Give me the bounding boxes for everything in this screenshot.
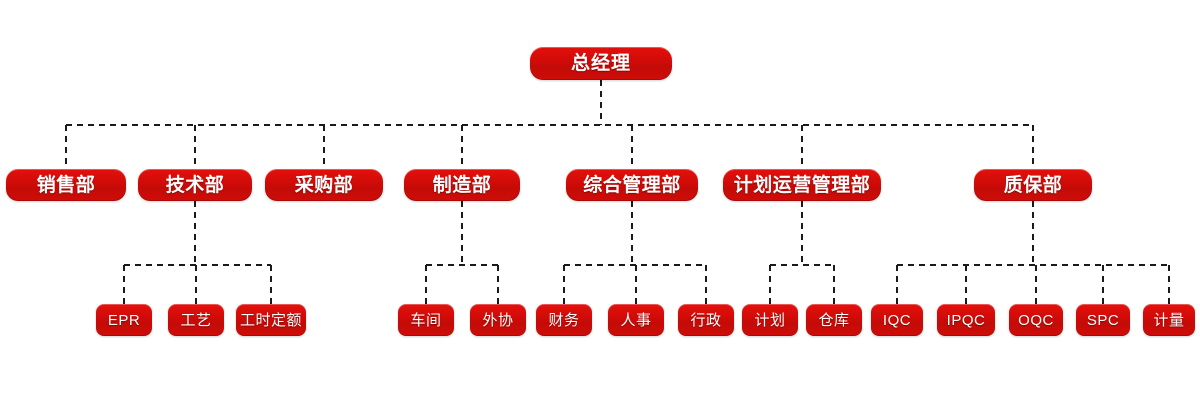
org-node-workshop[interactable]: 车间 (398, 304, 454, 336)
org-node-label: 工时定额 (239, 311, 302, 329)
org-node-label: 制造部 (432, 174, 492, 196)
org-node-manufacturing[interactable]: 制造部 (404, 169, 520, 201)
org-node-label: 行政 (690, 311, 722, 329)
org-node-label: IPQC (946, 311, 986, 329)
org-node-metrology[interactable]: 计量 (1143, 304, 1195, 336)
org-node-iqc[interactable]: IQC (871, 304, 923, 336)
org-node-label: 计划 (754, 311, 786, 329)
org-node-human-resource[interactable]: 人事 (608, 304, 664, 336)
org-node-label: 总经理 (570, 53, 631, 74)
org-node-warehouse[interactable]: 仓库 (806, 304, 862, 336)
org-node-ipqc[interactable]: IPQC (937, 304, 995, 336)
org-node-label: 综合管理部 (583, 174, 681, 196)
org-node-label: 技术部 (165, 174, 225, 196)
org-node-general-admin[interactable]: 综合管理部 (566, 169, 698, 201)
org-node-epr[interactable]: EPR (96, 304, 152, 336)
org-node-outsourcing[interactable]: 外协 (470, 304, 526, 336)
org-node-label: IQC (882, 311, 912, 329)
org-node-label: 人事 (620, 311, 652, 329)
org-node-oqc[interactable]: OQC (1009, 304, 1063, 336)
org-node-label: OQC (1018, 311, 1054, 329)
org-node-administration[interactable]: 行政 (678, 304, 734, 336)
org-node-label: 质保部 (1003, 174, 1063, 196)
org-node-planning[interactable]: 计划 (742, 304, 798, 336)
org-node-label: EPR (107, 311, 141, 329)
org-node-labor-hour[interactable]: 工时定额 (236, 304, 306, 336)
org-node-label: 车间 (410, 311, 442, 329)
org-node-process[interactable]: 工艺 (168, 304, 224, 336)
org-node-label: SPC (1086, 311, 1120, 329)
org-node-label: 工艺 (180, 311, 212, 329)
org-node-general-manager[interactable]: 总经理 (530, 47, 672, 80)
org-node-label: 销售部 (36, 174, 96, 196)
org-node-spc[interactable]: SPC (1076, 304, 1130, 336)
org-node-label: 采购部 (294, 174, 354, 196)
org-node-label: 仓库 (818, 311, 850, 329)
org-node-quality-assurance[interactable]: 质保部 (974, 169, 1092, 201)
org-node-label: 外协 (482, 311, 514, 329)
org-node-finance[interactable]: 财务 (536, 304, 592, 336)
org-node-procurement[interactable]: 采购部 (265, 169, 383, 201)
org-node-sales[interactable]: 销售部 (6, 169, 126, 201)
org-node-technology[interactable]: 技术部 (138, 169, 252, 201)
org-node-label: 财务 (548, 311, 580, 329)
org-node-label: 计划运营管理部 (733, 174, 871, 196)
org-node-label: 计量 (1153, 311, 1185, 329)
org-node-planning-operations[interactable]: 计划运营管理部 (723, 169, 881, 201)
